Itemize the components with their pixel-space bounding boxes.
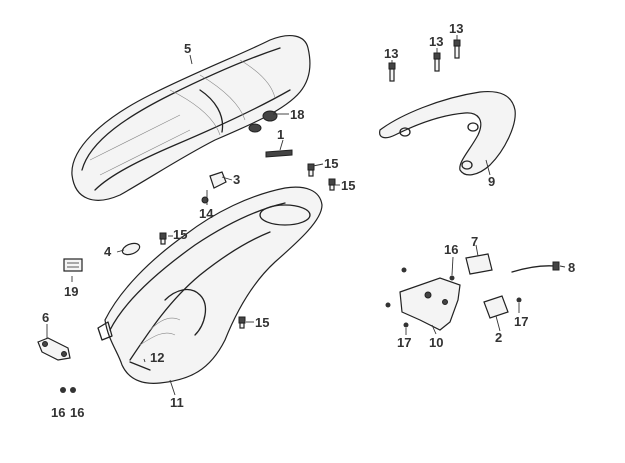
callout-17b: 17	[397, 335, 411, 350]
callout-7: 7	[471, 234, 478, 249]
callout-18: 18	[290, 107, 304, 122]
callout-15a: 15	[324, 156, 338, 171]
callout-16b: 16	[70, 405, 84, 420]
callout-13b: 13	[429, 34, 443, 49]
callout-8: 8	[568, 260, 575, 275]
callout-14: 14	[199, 206, 214, 221]
screw	[159, 163, 336, 329]
cap	[121, 242, 141, 256]
mounting-plate	[385, 267, 461, 331]
callout-15d: 15	[255, 315, 269, 330]
bolt	[388, 39, 461, 82]
label-sticker	[63, 258, 83, 272]
strap	[129, 361, 151, 371]
rubber-stop	[248, 110, 278, 133]
callout-11: 11	[170, 395, 184, 410]
callout-4: 4	[104, 244, 112, 259]
callout-3: 3	[233, 172, 240, 187]
fastener	[60, 387, 76, 393]
callout-16c: 16	[444, 242, 458, 257]
callout-15b: 15	[341, 178, 355, 193]
callout-10: 10	[429, 335, 443, 350]
switch	[483, 295, 522, 319]
callout-19: 19	[64, 284, 78, 299]
callouts: 5 18 1 3 14 15 15 15 15 4 19 6 12 11 16 …	[42, 21, 575, 420]
seat	[71, 34, 311, 201]
callout-2: 2	[495, 330, 502, 345]
seat-hinge-strip	[265, 149, 293, 158]
callout-9: 9	[488, 174, 495, 189]
lock	[465, 253, 493, 275]
rear-carrier	[379, 90, 516, 176]
callout-12: 12	[150, 350, 164, 365]
callout-1: 1	[277, 127, 284, 142]
leader-lines	[46, 35, 566, 396]
callout-13a: 13	[384, 46, 398, 61]
luggage-box	[97, 186, 323, 384]
callout-16a: 16	[51, 405, 65, 420]
bracket	[37, 337, 71, 361]
seat-latch	[201, 171, 227, 204]
callout-17a: 17	[514, 314, 528, 329]
cable	[511, 261, 560, 273]
callout-13c: 13	[449, 21, 463, 36]
callout-15c: 15	[173, 227, 187, 242]
callout-6: 6	[42, 310, 49, 325]
callout-5: 5	[184, 41, 191, 56]
